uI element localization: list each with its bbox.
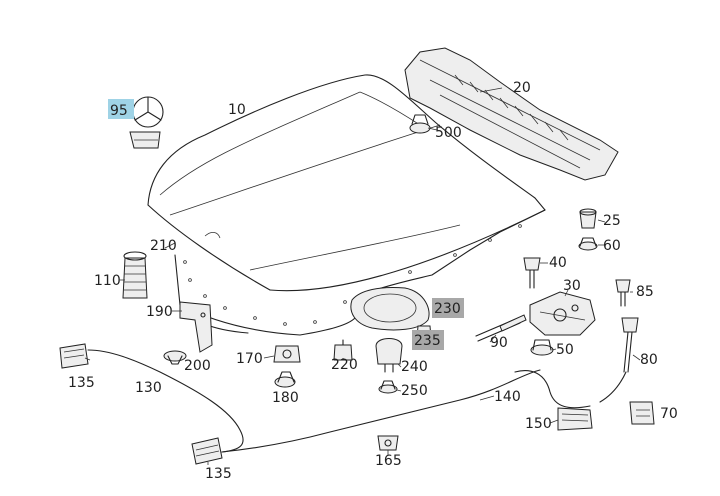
- callout-235: 235: [414, 333, 441, 349]
- latch-135-bottom-part: [191, 437, 223, 465]
- clip-220-part: [333, 339, 353, 361]
- clip-165-part: [377, 435, 399, 451]
- callout-150: 150: [525, 416, 552, 432]
- callout-110: 110: [94, 273, 121, 289]
- bracket-190-part: [179, 301, 213, 353]
- cable-130-part: [87, 349, 591, 453]
- callout-50: 50: [556, 342, 574, 358]
- callout-30: 30: [563, 278, 581, 294]
- plate-230-part: [350, 287, 430, 331]
- callout-235-highlight: [412, 330, 444, 350]
- callout-220: 220: [331, 357, 358, 373]
- callout-85: 85: [636, 284, 654, 300]
- stop-110-part: [122, 251, 148, 299]
- callout-180: 180: [272, 390, 299, 406]
- actuator-150-part: [557, 407, 593, 431]
- callout-80: 80: [640, 352, 658, 368]
- buffer-25-part: [579, 208, 597, 229]
- strut-90-part: [475, 314, 527, 342]
- bumper-240-part: [375, 338, 403, 373]
- cowl-panel-part: [404, 47, 619, 181]
- star-emblem-part: [129, 96, 164, 149]
- hood-part: [147, 74, 546, 292]
- grommet-250-part: [378, 380, 398, 394]
- callout-210: 210: [150, 238, 177, 254]
- callout-200: 200: [184, 358, 211, 374]
- callout-135-top: 135: [68, 375, 95, 391]
- callout-25: 25: [603, 213, 621, 229]
- callout-10: 10: [228, 102, 246, 118]
- callout-90: 90: [490, 335, 508, 351]
- leader-lines: [84, 87, 641, 465]
- bolt-40-part: [523, 257, 541, 289]
- callout-165: 165: [375, 453, 402, 469]
- callout-95-highlight: [108, 99, 134, 119]
- callout-140: 140: [494, 389, 521, 405]
- latch-135-top-part: [59, 343, 89, 369]
- clip-200-part: [163, 350, 187, 365]
- bolt-85-part: [615, 279, 631, 307]
- callout-500: 500: [435, 125, 462, 141]
- handle-70-part: [629, 401, 655, 425]
- callout-40: 40: [549, 255, 567, 271]
- release-lever-80-part: [599, 317, 639, 403]
- buffer-60-part: [578, 237, 598, 251]
- callout-250: 250: [401, 383, 428, 399]
- callout-190: 190: [146, 304, 173, 320]
- clip-180-part: [274, 371, 296, 388]
- grommet-50-part: [530, 339, 554, 356]
- grommet-500-part: [409, 114, 431, 134]
- clip-170-part: [273, 345, 301, 363]
- callout-60: 60: [603, 238, 621, 254]
- callout-230-highlight: [432, 298, 464, 318]
- hood-lock-30-part: [529, 291, 596, 336]
- callout-20: 20: [513, 80, 531, 96]
- callout-240: 240: [401, 359, 428, 375]
- callout-70: 70: [660, 406, 678, 422]
- callout-230: 230: [434, 301, 461, 317]
- callout-170: 170: [236, 351, 263, 367]
- callout-135-bottom: 135: [205, 466, 232, 482]
- callout-130: 130: [135, 380, 162, 396]
- callout-95: 95: [110, 103, 128, 119]
